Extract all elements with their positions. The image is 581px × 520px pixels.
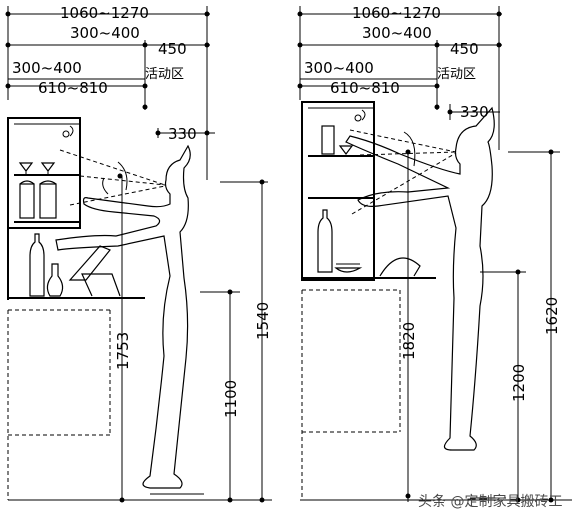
left-dim-counter-depth: 610~810 <box>38 79 108 97</box>
left-dim-eye-height: 1753 <box>114 332 132 370</box>
right-activity-zone-label: 活动区 <box>437 67 476 82</box>
left-vertical-dims <box>8 176 272 503</box>
right-dim-reach-height: 1820 <box>400 322 418 360</box>
left-dimension-lines <box>5 6 215 180</box>
right-wall-cabinet <box>301 101 375 281</box>
right-dim-total-depth: 1060~1270 <box>352 4 441 22</box>
right-counter <box>301 257 436 500</box>
left-dim-upper-depth: 300~400 <box>70 24 140 42</box>
left-dim-shelf-height: 1540 <box>254 302 272 340</box>
left-activity-zone-label: 活动区 <box>145 67 184 82</box>
right-dim-activity-depth: 450 <box>450 40 479 58</box>
left-dim-activity-depth: 450 <box>158 40 187 58</box>
left-dim-eye-offset: 330 <box>168 125 197 143</box>
right-dim-shelf-height: 1620 <box>543 297 561 335</box>
left-dim-counter-height: 1100 <box>222 380 240 418</box>
right-dim-counter-depth: 610~810 <box>330 79 400 97</box>
left-dim-shelf-depth: 300~400 <box>12 59 82 77</box>
right-dim-eye-offset: 330 <box>460 103 489 121</box>
right-dim-counter-height: 1200 <box>510 364 528 402</box>
left-wall-cabinet <box>7 117 81 229</box>
right-dimension-lines <box>297 6 502 150</box>
watermark: 头条 @定制家具搬砖工 <box>418 493 562 510</box>
right-vertical-dims <box>300 149 572 503</box>
right-human-figure <box>345 106 506 499</box>
left-diagram: 1060~1270 300~400 450 300~400 活动区 610~81… <box>5 4 272 503</box>
right-diagram: 1060~1270 300~400 450 300~400 活动区 610~81… <box>297 4 572 503</box>
right-dim-upper-depth: 300~400 <box>362 24 432 42</box>
left-sight-lines <box>59 149 166 206</box>
right-dim-shelf-depth: 300~400 <box>304 59 374 77</box>
left-human-figure <box>55 144 204 495</box>
left-dim-total-depth: 1060~1270 <box>60 4 149 22</box>
right-sight-lines <box>349 129 457 215</box>
